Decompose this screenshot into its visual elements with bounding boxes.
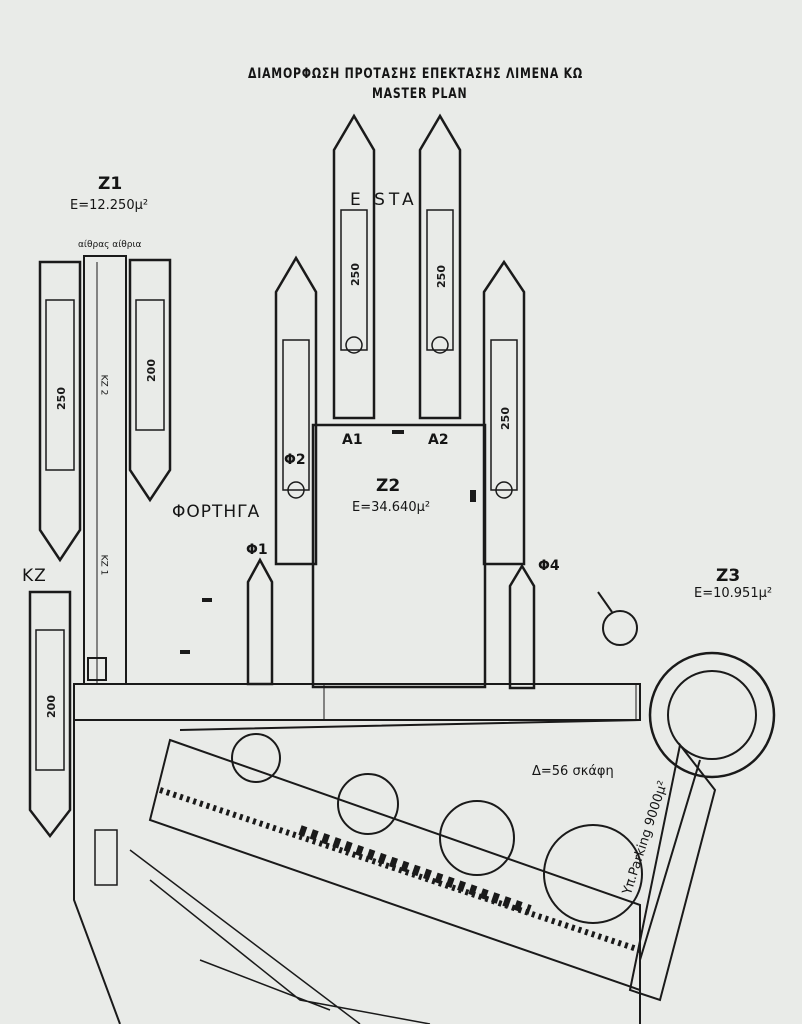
- ship-size-lower-left: 200: [44, 693, 58, 720]
- ferry-left-outer: [38, 260, 82, 563]
- ship-size-right: 250: [498, 405, 512, 432]
- terminal-band: [148, 738, 641, 992]
- pier-a1-label: A1: [342, 432, 363, 448]
- cargo-f1: [246, 557, 274, 686]
- zone-z1-note: αίθρας αίθρια: [78, 240, 142, 250]
- ship-size-left-inner: 200: [144, 357, 158, 384]
- berth-f4-label: Φ4: [538, 558, 560, 574]
- zone-z3-area: E=10.951μ²: [694, 586, 773, 601]
- left-jetty: [83, 255, 127, 685]
- zone-z1-area: E=12.250μ²: [70, 198, 149, 213]
- zone-z2-area: E=34.640μ²: [352, 500, 431, 515]
- z3-roundabout-inner: [667, 670, 757, 760]
- ferry-group: [28, 113, 536, 839]
- ship-size-a2: 250: [434, 263, 448, 290]
- zone-z1-name: Z1: [98, 174, 123, 194]
- ferry-right: [482, 259, 526, 566]
- berth-f2-label: Φ2: [284, 452, 306, 468]
- pier-a2-label: A2: [428, 432, 449, 448]
- zone-z3-name: Z3: [716, 566, 741, 586]
- ship-size-left-outer: 250: [54, 385, 68, 412]
- ferry-a1: [332, 113, 376, 420]
- kz-label: KZ: [22, 566, 47, 586]
- stars-label: E STA: [350, 190, 418, 210]
- main-quay: [73, 683, 641, 721]
- ferry-lower-left: [28, 590, 72, 839]
- zone-z2-name: Z2: [376, 476, 401, 496]
- cargo-label: ΦΟΡΤΗΓΑ: [172, 502, 261, 522]
- z3-roundabout-outer: [648, 651, 776, 779]
- z2-pier: [311, 423, 487, 689]
- plan-title-line1: ΔΙΑΜΟΡΦΩΣΗ ΠΡΟΤΑΣΗΣ ΕΠΕΚΤΑΣΗΣ ΛΙΜΕΝΑ ΚΩ: [248, 66, 583, 82]
- kz2-label: KZ 2: [98, 374, 109, 396]
- cargo-f4: [508, 563, 536, 690]
- kz1-label: KZ 1: [98, 554, 109, 576]
- ship-size-a1: 250: [348, 261, 362, 288]
- parking-strip: [628, 742, 717, 1002]
- ferry-f2: [274, 255, 318, 566]
- delta-label: Δ=56 σκάφη: [532, 764, 614, 779]
- ferry-a2: [418, 113, 462, 420]
- plan-title-line2: MASTER PLAN: [372, 86, 468, 102]
- ferry-left-inner: [128, 258, 172, 503]
- berth-f1-label: Φ1: [246, 542, 268, 558]
